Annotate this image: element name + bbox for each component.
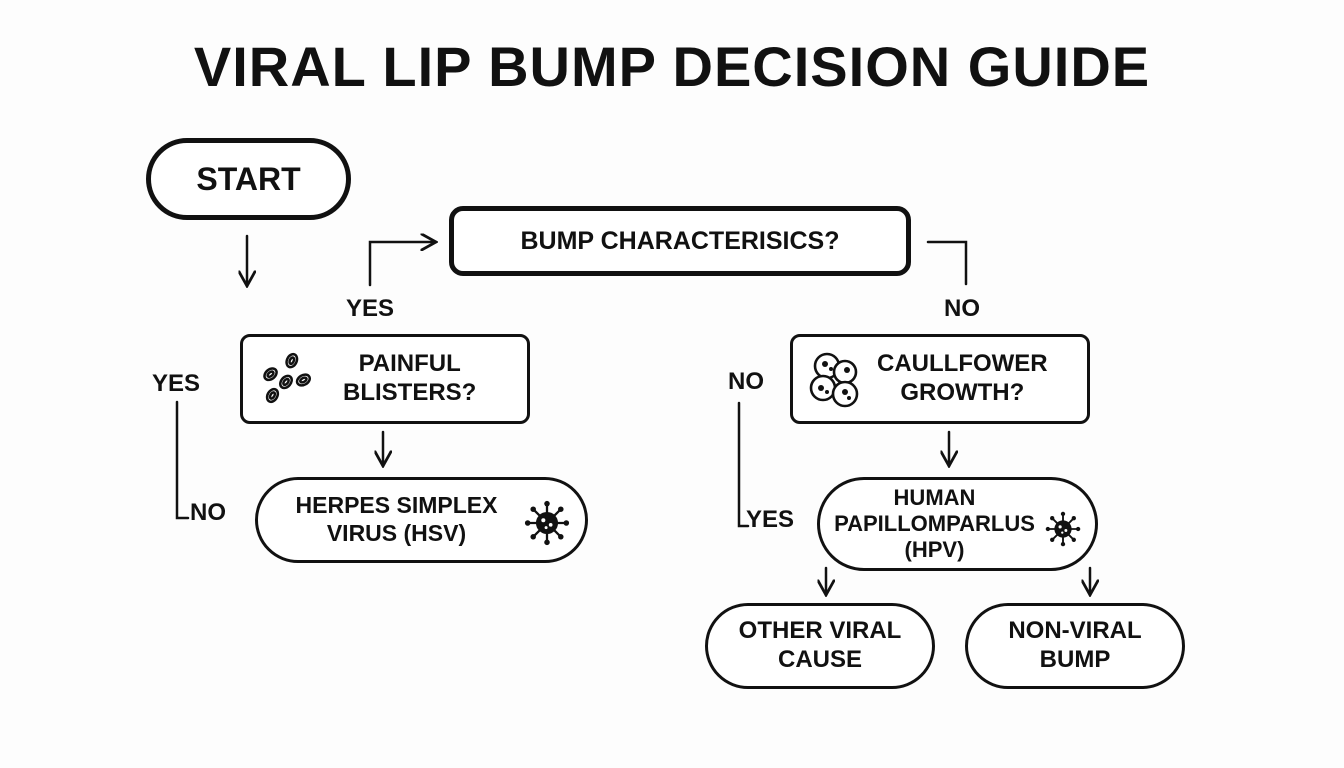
- virus-icon: [1045, 511, 1081, 547]
- start-node: START: [146, 138, 351, 220]
- label-no-right: NO: [728, 368, 764, 395]
- label-yes-left: YES: [152, 370, 201, 397]
- characteristics-label: BUMP CHARACTERISICS?: [520, 227, 840, 255]
- non-viral-bump-label: NON-VIRAL BUMP: [1008, 617, 1142, 673]
- connector-characteristics-no: [926, 240, 968, 286]
- hpv-node: HUMAN PAPILLOMPARLUS (HPV): [817, 477, 1098, 571]
- arrow-yes-to-characteristics: [368, 242, 436, 287]
- start-label: START: [196, 160, 301, 197]
- label-yes-right: YES: [746, 506, 795, 533]
- hpv-label: HUMAN PAPILLOMPARLUS (HPV): [834, 485, 1035, 562]
- other-viral-cause-node: OTHER VIRAL CAUSE: [705, 603, 935, 689]
- hsv-node: HERPES SIMPLEX VIRUS (HSV): [255, 477, 588, 563]
- connector-left-yes-no: [175, 400, 190, 520]
- cauliflower-growth-label: CAULLFOWER GROWTH?: [877, 350, 1048, 406]
- painful-blisters-label: PAINFUL BLISTERS?: [343, 350, 477, 406]
- label-no-left: NO: [190, 499, 226, 526]
- page-title: VIRAL LIP BUMP DECISION GUIDE: [193, 35, 1151, 98]
- other-viral-cause-label: OTHER VIRAL CAUSE: [738, 617, 902, 673]
- blisters-icon: [263, 352, 311, 404]
- connector-right-no-yes: [737, 401, 750, 528]
- hsv-label: HERPES SIMPLEX VIRUS (HSV): [295, 492, 498, 546]
- non-viral-bump-node: NON-VIRAL BUMP: [965, 603, 1185, 689]
- virus-icon: [524, 500, 570, 546]
- cauliflower-cells-icon: [809, 352, 859, 408]
- label-no-top: NO: [944, 295, 980, 322]
- label-yes-top: YES: [346, 295, 395, 322]
- cauliflower-growth-node: CAULLFOWER GROWTH?: [790, 334, 1090, 424]
- characteristics-node: BUMP CHARACTERISICS?: [449, 206, 911, 276]
- painful-blisters-node: PAINFUL BLISTERS?: [240, 334, 530, 424]
